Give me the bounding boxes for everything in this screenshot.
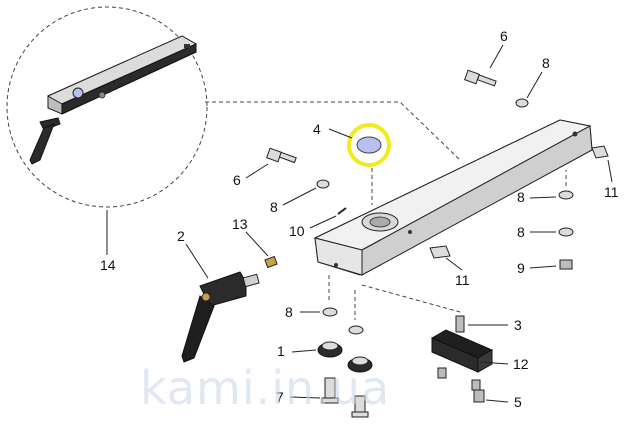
callout-8-right-2: 8 bbox=[517, 224, 525, 240]
main-arm bbox=[313, 119, 593, 276]
part-6-bolt-right bbox=[464, 69, 497, 87]
part-8-washer-top bbox=[515, 98, 529, 108]
callout-3: 3 bbox=[514, 317, 522, 333]
callout-8-top: 8 bbox=[542, 55, 550, 71]
callout-4: 4 bbox=[313, 121, 321, 137]
callout-8-right-1: 8 bbox=[517, 189, 525, 205]
callout-13: 13 bbox=[232, 216, 248, 232]
part-11-nut-right bbox=[591, 145, 609, 159]
part-5-screw bbox=[437, 367, 485, 403]
part-8-washer-right-2 bbox=[558, 227, 574, 237]
callout-10: 10 bbox=[289, 223, 305, 239]
part-4-disc bbox=[356, 136, 382, 154]
callout-6-left: 6 bbox=[233, 172, 241, 188]
part-8-washer-right-1 bbox=[558, 190, 574, 200]
part-8-washer-lower-2 bbox=[348, 325, 364, 335]
part-1-knob bbox=[317, 341, 343, 358]
callout-14: 14 bbox=[100, 257, 116, 273]
part-9-nut bbox=[559, 259, 573, 270]
callout-1: 1 bbox=[277, 343, 285, 359]
part-6-bolt-left bbox=[266, 147, 297, 164]
callout-6-right: 6 bbox=[500, 28, 508, 44]
part-10-pin bbox=[337, 207, 347, 215]
detail-view-circle bbox=[6, 6, 208, 208]
callout-8-left: 8 bbox=[270, 199, 278, 215]
callout-7: 7 bbox=[276, 389, 284, 405]
callout-11-right: 11 bbox=[604, 184, 619, 200]
part-8-washer-lower bbox=[322, 307, 338, 317]
callout-9: 9 bbox=[517, 260, 525, 276]
callout-12: 12 bbox=[513, 356, 529, 372]
part-12-block bbox=[430, 329, 494, 373]
part-7-bolt bbox=[321, 377, 339, 404]
part-3-pin bbox=[455, 315, 465, 333]
part-2-handle bbox=[181, 271, 260, 363]
watermark: kami.in.ua bbox=[140, 361, 390, 415]
callout-11-center: 11 bbox=[455, 272, 470, 288]
callout-5: 5 bbox=[514, 394, 522, 410]
assembled-arm-detail bbox=[29, 35, 198, 165]
callout-2: 2 bbox=[177, 228, 185, 244]
part-11-nut-center bbox=[429, 245, 451, 259]
detail-connector bbox=[205, 101, 461, 161]
part-1-knob-2 bbox=[347, 356, 373, 373]
part-13-screw bbox=[264, 255, 278, 269]
part-8-washer-left bbox=[316, 179, 330, 189]
highlight-ring bbox=[347, 123, 391, 167]
callout-8-lower: 8 bbox=[285, 304, 293, 320]
part-7-bolt-2 bbox=[351, 395, 369, 418]
